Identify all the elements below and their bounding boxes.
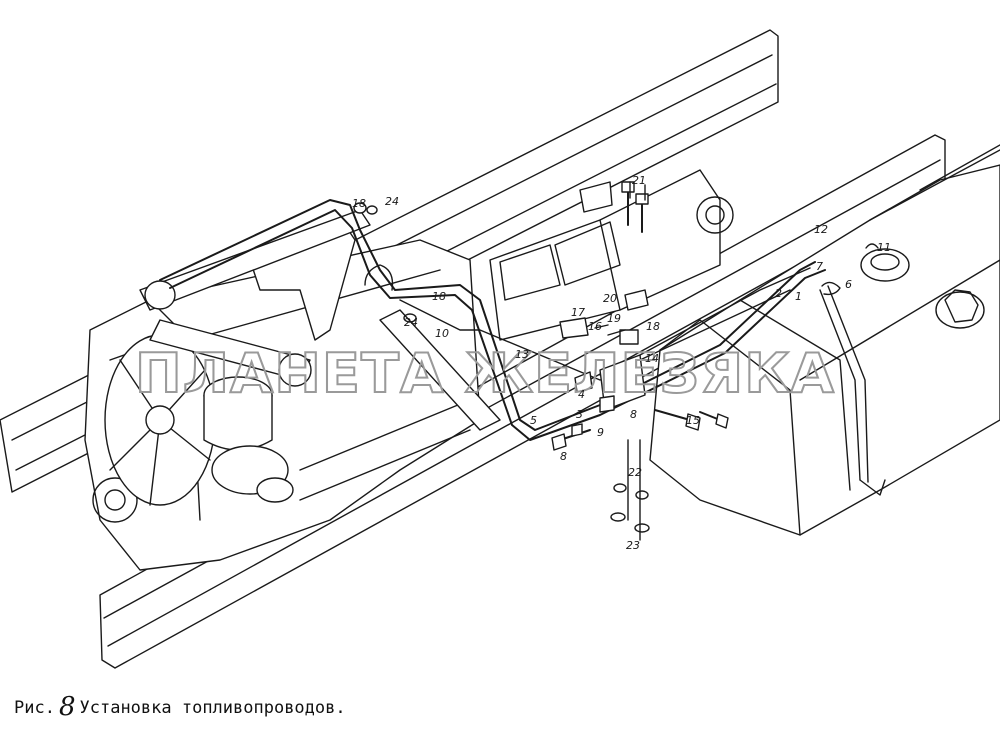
fuel-line-bundle [159, 199, 869, 483]
callout-4: 4 [578, 388, 585, 401]
caption-prefix: Рис. [14, 698, 55, 718]
callout-24b: 24 [404, 316, 418, 329]
callout-18c: 18 [646, 320, 660, 333]
callout-7: 7 [816, 260, 823, 273]
callout-2: 2 [775, 287, 782, 300]
callout-5: 5 [530, 414, 537, 427]
callout-10: 10 [435, 327, 449, 340]
callout-21: 21 [632, 174, 646, 187]
callout-24a: 24 [385, 195, 399, 208]
callout-18a: 18 [352, 197, 366, 210]
caption-title: Установка топливопроводов. [79, 698, 346, 718]
callout-13: 13 [515, 348, 529, 361]
callout-6: 6 [845, 278, 852, 291]
callout-19: 19 [607, 312, 621, 325]
callout-17: 17 [571, 306, 585, 319]
intake-manifold [139, 209, 501, 431]
callout-labels: 1 2 3 4 5 6 7 8 8 9 10 11 12 13 14 15 16… [352, 174, 891, 552]
engine-top-block [489, 169, 734, 341]
callout-23: 23 [626, 539, 640, 552]
callout-16: 16 [588, 320, 602, 333]
callout-20: 20 [603, 292, 617, 305]
watermark: ПЛАНЕТА ЖЕЛЕЗЯКА [135, 342, 835, 405]
fan [104, 334, 216, 506]
callout-8a: 8 [630, 408, 637, 421]
callout-11: 11 [877, 241, 891, 254]
air-filter [203, 376, 294, 503]
callout-18b: 18 [432, 290, 446, 303]
callout-9: 9 [597, 426, 604, 439]
callout-12: 12 [814, 223, 828, 236]
fasteners [353, 181, 879, 533]
callout-15: 15 [686, 414, 700, 427]
callout-8b: 8 [560, 450, 567, 463]
callout-14: 14 [645, 352, 659, 365]
caption-number: 8 [58, 692, 76, 722]
callout-3: 3 [576, 408, 583, 421]
callout-1: 1 [795, 290, 802, 303]
fuel-tank [649, 144, 1000, 536]
callout-22: 22 [628, 466, 642, 479]
leader-lines [594, 181, 646, 541]
